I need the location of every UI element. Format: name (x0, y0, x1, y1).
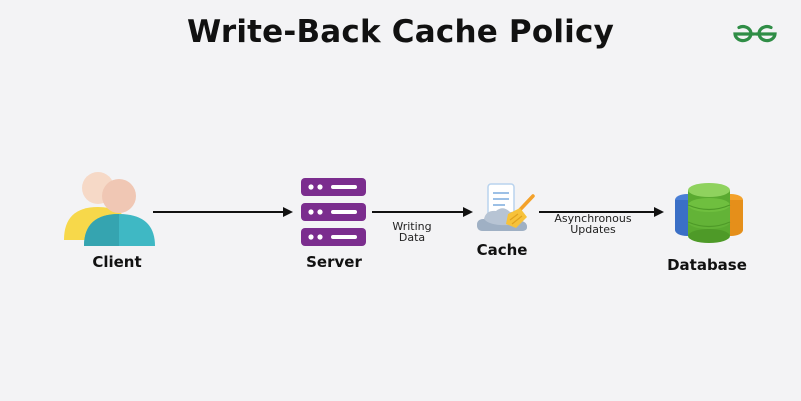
edge-label-server-cache: Writing Data (380, 221, 444, 243)
node-label-cache: Cache (476, 241, 528, 259)
diagram-title: Write-Back Cache Policy (187, 14, 614, 50)
server-rack-icon (301, 178, 366, 246)
geeksforgeeks-logo (733, 24, 777, 43)
users-icon (64, 172, 155, 246)
edge-label-line: Updates (570, 223, 616, 236)
edge-label-line: Data (398, 231, 426, 244)
edge-label-line: Writing (392, 220, 432, 233)
node-label-server: Server (306, 253, 362, 271)
node-label-client: Client (92, 253, 142, 271)
node-label-database: Database (667, 256, 747, 274)
edge-label-cache-database: Asynchronous Updates (545, 213, 641, 235)
cloud-cache-icon (477, 183, 535, 231)
edge-label-line: Asynchronous (554, 212, 632, 225)
database-icon (675, 183, 743, 243)
